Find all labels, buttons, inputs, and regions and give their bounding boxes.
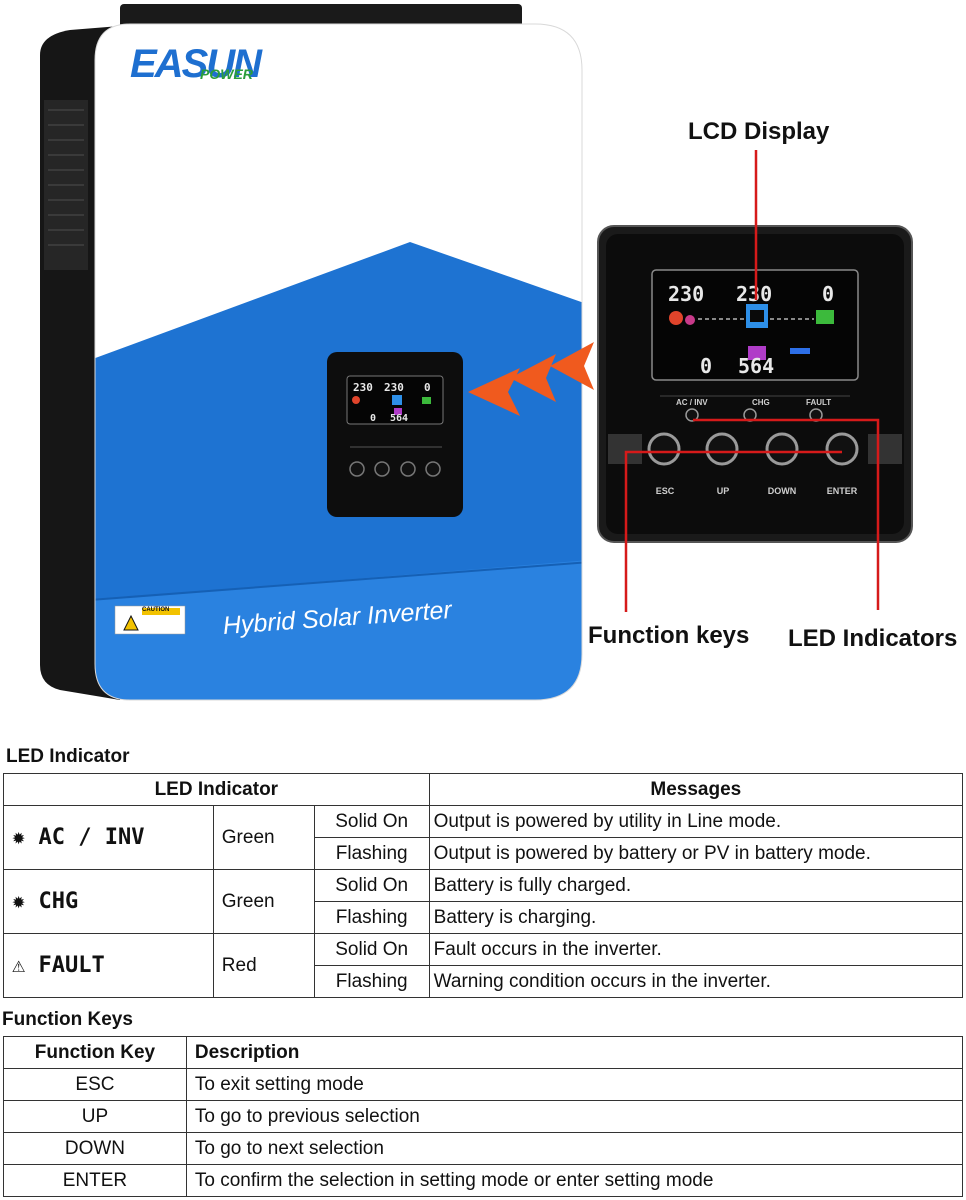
brand-main: EASUN <box>130 42 262 86</box>
warning-triangle-icon: ⚠ <box>12 953 26 978</box>
lcd-top-right: 0 <box>822 282 835 306</box>
table-row: Flashing Output is powered by battery or… <box>4 837 964 870</box>
header-description: Description <box>185 1036 964 1069</box>
indicator-state: Solid On <box>313 933 430 966</box>
led-label-chg: CHG <box>752 398 770 407</box>
svg-text:0: 0 <box>370 413 376 424</box>
sun-icon: ✹ <box>12 825 26 850</box>
header-led-indicator: LED Indicator <box>3 773 430 806</box>
indicator-message: Output is powered by battery or PV in ba… <box>428 837 964 870</box>
function-key: ENTER <box>3 1164 187 1197</box>
table-row: LED Indicator Messages <box>3 773 964 806</box>
callout-lines <box>624 150 880 612</box>
indicator-state: Flashing <box>313 965 430 998</box>
led-indicator-table: LED Indicator Messages ✹ AC / INV Green … <box>3 773 964 998</box>
brand-sub: POWER <box>200 66 253 82</box>
function-key: DOWN <box>3 1132 187 1165</box>
function-section-title: Function Keys <box>2 1009 133 1030</box>
indicator-state: Flashing <box>313 901 430 934</box>
table-row: ⚠ FAULT Red Solid On Fault occurs in the… <box>3 933 964 998</box>
function-key: ESC <box>3 1068 187 1101</box>
callout-lcd-display: LCD Display <box>688 118 830 145</box>
sun-icon: ✹ <box>12 889 26 914</box>
lcd-output-voltage: 230 <box>736 282 773 306</box>
key-label-esc: ESC <box>655 486 675 496</box>
table-row: ESC To exit setting mode <box>3 1068 964 1101</box>
led-label-ac: AC / INV <box>676 398 708 407</box>
inverter-illustration: 230 230 0 0 564 <box>40 4 594 701</box>
brand-logo: EASUN POWER <box>130 42 290 94</box>
indicator-state: Solid On <box>313 805 430 838</box>
svg-text:564: 564 <box>390 413 408 424</box>
control-panel-zoom <box>597 225 913 543</box>
caution-label: CAUTION <box>142 607 170 613</box>
header-messages: Messages <box>428 773 964 806</box>
table-row: ✹ CHG Green Solid On Battery is fully ch… <box>3 869 964 934</box>
lcd-bottom-left: 0 <box>700 354 713 378</box>
function-description: To go to previous selection <box>185 1100 964 1133</box>
function-keys-table: Function Key Description ESC To exit set… <box>3 1036 964 1197</box>
indicator-color: Green <box>212 805 315 870</box>
key-label-up: UP <box>716 486 730 496</box>
svg-text:230: 230 <box>384 381 404 394</box>
key-label-down: DOWN <box>767 486 797 496</box>
indicator-chg: ✹ CHG <box>3 869 214 934</box>
callout-led-indicators: LED Indicators <box>788 625 958 652</box>
table-row: UP To go to previous selection <box>3 1100 964 1133</box>
svg-text:230: 230 <box>353 381 373 394</box>
table-row: ✹ AC / INV Green Solid On Output is powe… <box>3 805 964 870</box>
function-description: To exit setting mode <box>185 1068 964 1101</box>
indicator-message: Battery is charging. <box>428 901 964 934</box>
table-row: DOWN To go to next selection <box>3 1132 964 1165</box>
function-key: UP <box>3 1100 187 1133</box>
indicator-message: Battery is fully charged. <box>428 869 964 902</box>
table-row: Flashing Warning condition occurs in the… <box>4 965 964 998</box>
indicator-color: Red <box>212 933 315 998</box>
indicator-message: Warning condition occurs in the inverter… <box>428 965 964 998</box>
svg-text:0: 0 <box>424 381 431 394</box>
indicator-ac-inv: ✹ AC / INV <box>3 805 214 870</box>
lcd-bottom-right: 564 <box>738 354 775 378</box>
indicator-state: Flashing <box>313 837 430 870</box>
led-section-title: LED Indicator <box>6 746 130 767</box>
indicator-message: Fault occurs in the inverter. <box>428 933 964 966</box>
indicator-color: Green <box>212 869 315 934</box>
indicator-message: Output is powered by utility in Line mod… <box>428 805 964 838</box>
table-row: Flashing Battery is charging. <box>4 901 964 934</box>
function-description: To confirm the selection in setting mode… <box>185 1164 964 1197</box>
callout-function-keys: Function keys <box>588 622 750 649</box>
lcd-input-voltage: 230 <box>668 282 705 306</box>
key-label-enter: ENTER <box>826 486 858 496</box>
function-description: To go to next selection <box>185 1132 964 1165</box>
led-label-fault: FAULT <box>806 398 832 407</box>
header-function-key: Function Key <box>3 1036 187 1069</box>
indicator-state: Solid On <box>313 869 430 902</box>
table-row: Function Key Description <box>3 1036 964 1069</box>
indicator-fault: ⚠ FAULT <box>3 933 214 998</box>
table-row: ENTER To confirm the selection in settin… <box>3 1164 964 1197</box>
